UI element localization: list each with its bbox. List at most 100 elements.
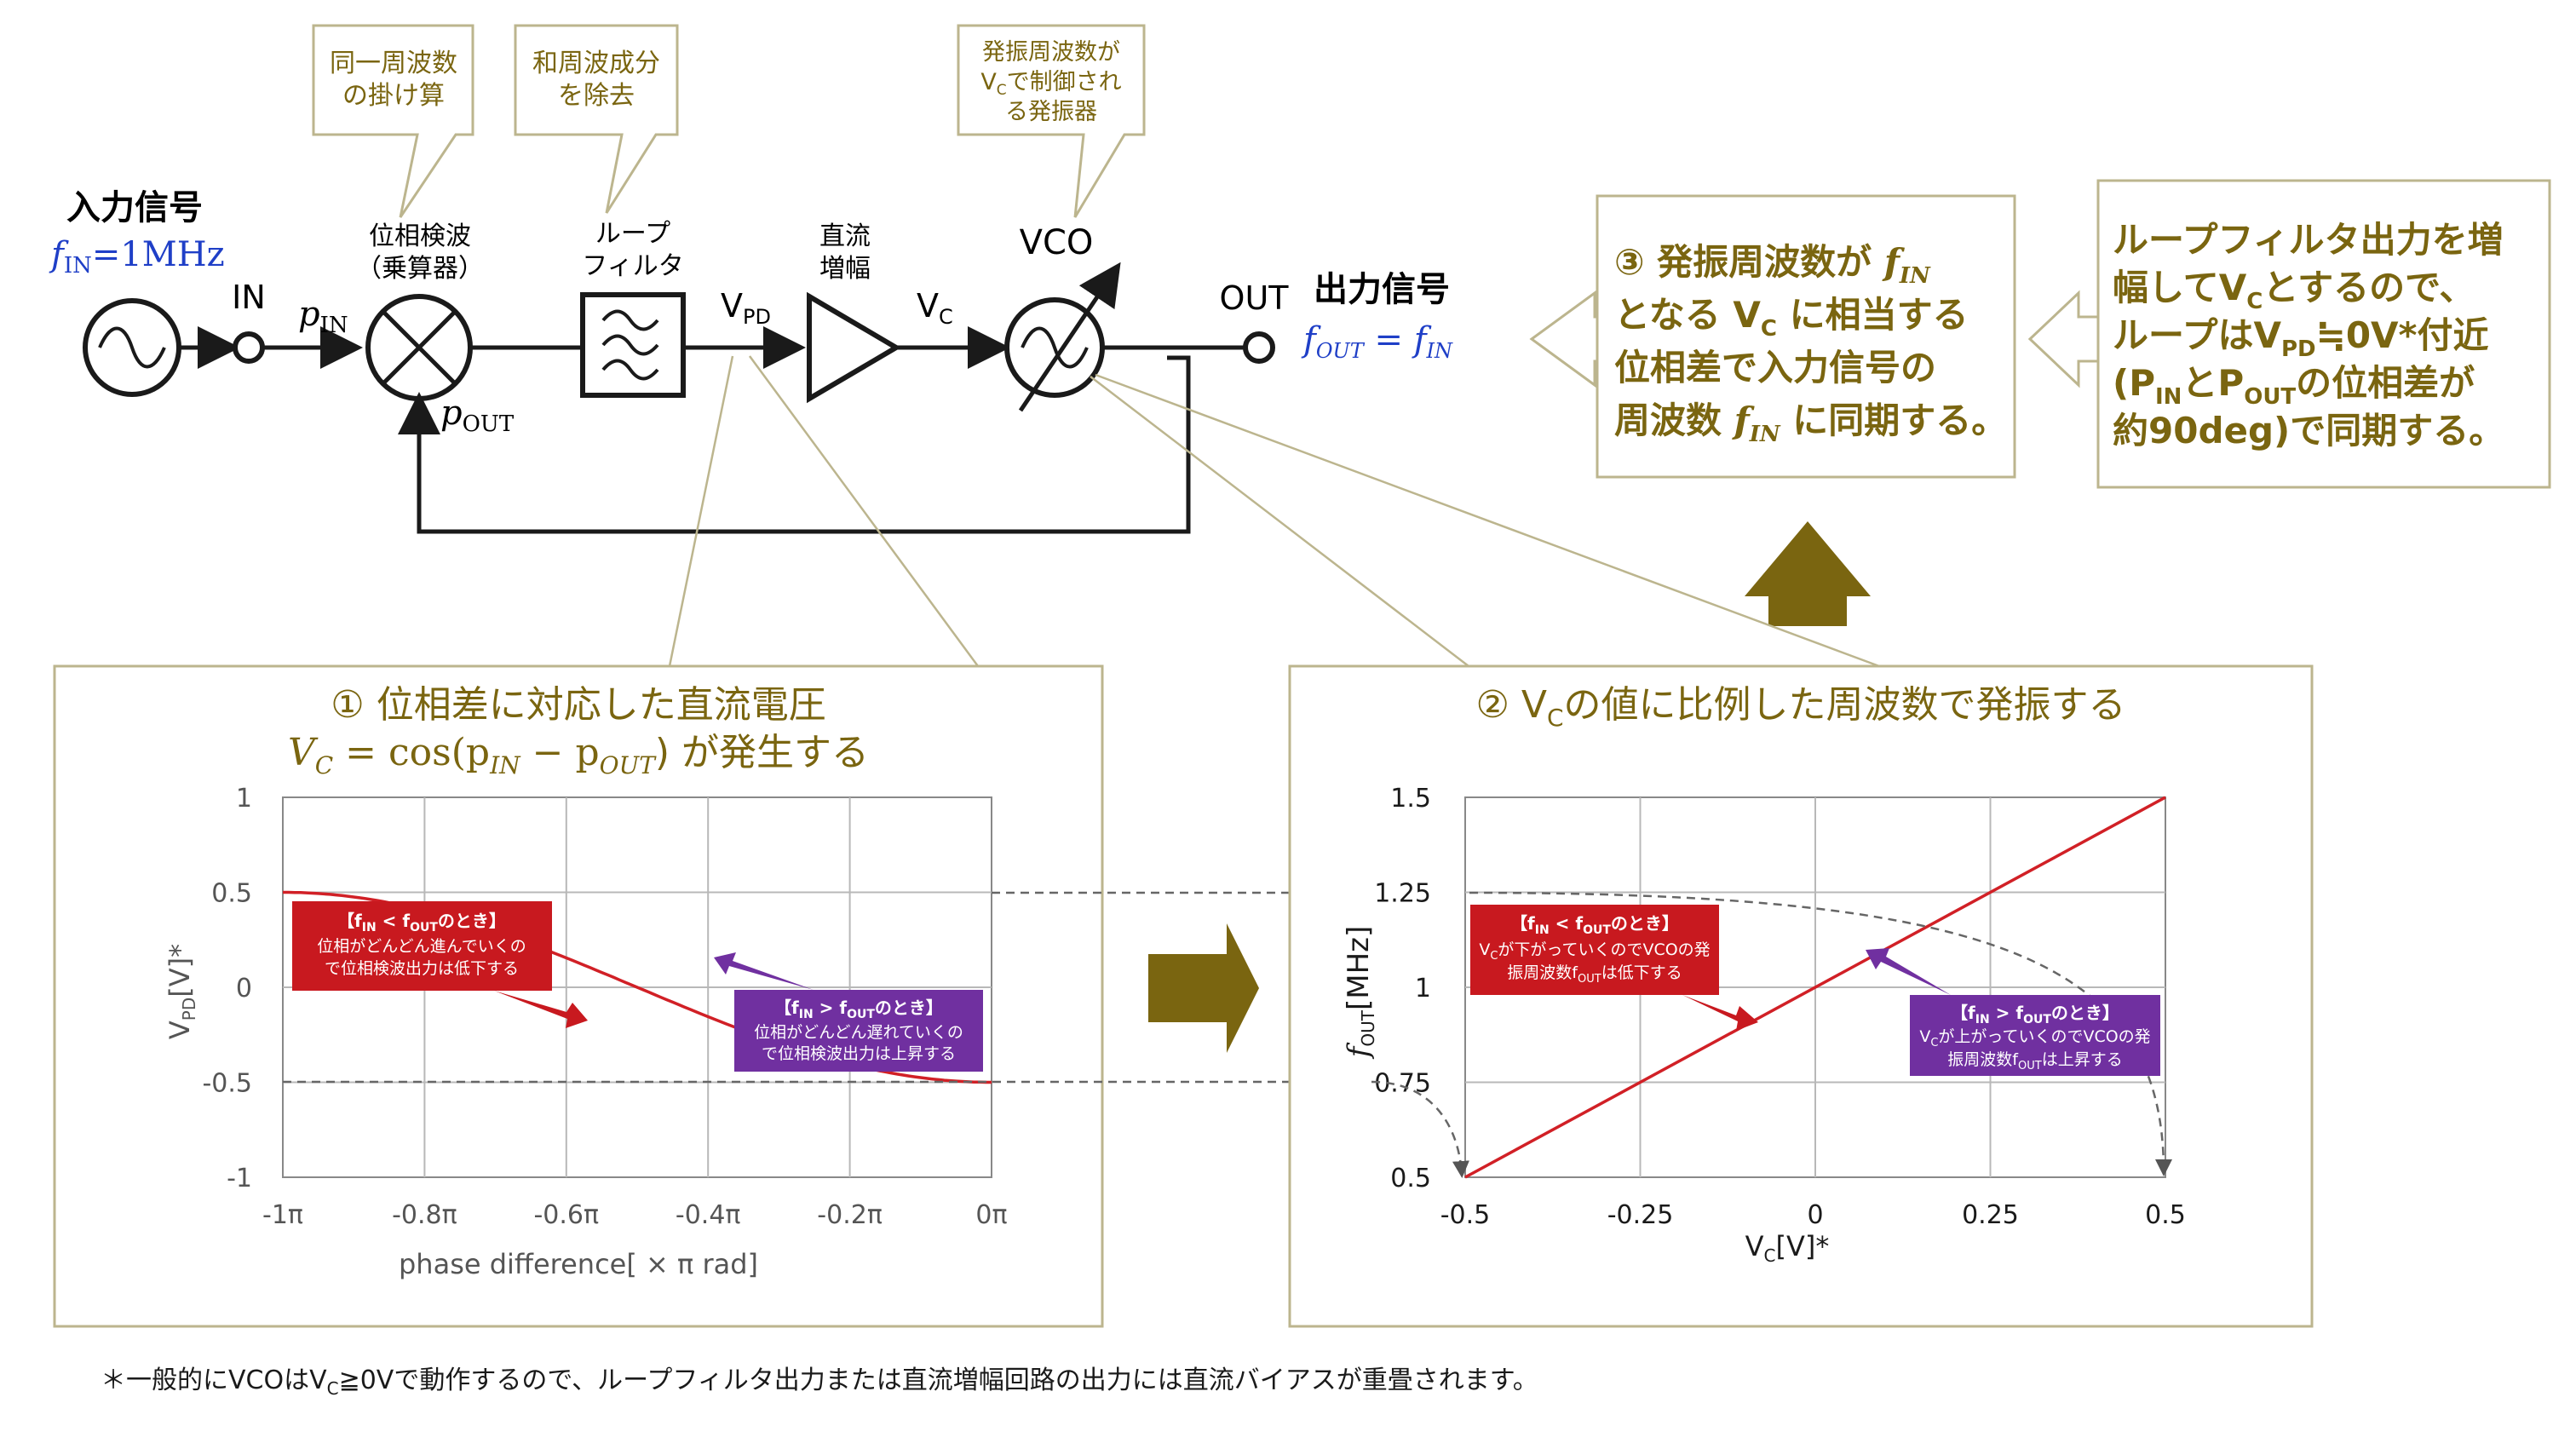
y-tick-label: -1	[227, 1164, 252, 1193]
data-point	[778, 930, 780, 933]
note-line-1: ループフィルタ出力を増	[2113, 219, 2504, 261]
panel2-purple-annotation: 【fIN > fOUTのとき】 VCが上がっていくのでVCOの発 振周波数fOU…	[1866, 948, 2160, 1076]
chart2-x-axis-label: VC[V]*	[1745, 1230, 1830, 1266]
data-point	[848, 909, 851, 911]
note-box: ループフィルタ出力を増 幅してVCとするので、 ループはVPD≒0V*付近 (P…	[2096, 179, 2551, 489]
vpd-label: VPD	[721, 287, 771, 329]
step3-line-3: 位相差で入力信号の	[1614, 347, 1936, 388]
data-point	[1464, 1176, 1467, 1179]
callout-vco-line-1: 発振周波数が	[982, 39, 1120, 66]
panel1-title-line-1: ① 位相差に対応した直流電圧	[331, 683, 825, 727]
leader-vpd-right	[748, 355, 980, 667]
x-tick-label: 0π	[975, 1200, 1007, 1230]
panel1-red-line-1: 位相がどんどん進んでいくの	[317, 937, 526, 956]
panel2-red-line-1: VCが下がっていくのでVCOの発	[1479, 940, 1710, 963]
in-terminal	[233, 331, 265, 364]
data-point	[2165, 796, 2167, 799]
panel1-red-arrow-icon	[494, 991, 588, 1028]
input-oscillator-icon	[83, 298, 181, 397]
panel2-red-annotation: 【fIN < fOUTのとき】 VCが下がっていくのでVCOの発 振周波数fOU…	[1470, 905, 1758, 1031]
right-arrow-icon	[1148, 923, 1259, 1053]
vc-label: VC	[917, 287, 953, 329]
multiplier-icon	[365, 294, 473, 401]
chart1-y-axis-label: VPD[V]*	[164, 944, 199, 1039]
callout-loop-filter: 和周波成分 を除去	[514, 24, 679, 214]
output-signal-title: 出力信号	[1314, 271, 1450, 308]
input-signal-title: 入力信号	[66, 189, 203, 227]
x-tick-label: -0.4π	[676, 1200, 741, 1230]
panel1-purple-line-2: で位相検波出力は上昇する	[762, 1044, 956, 1063]
panel1-purple-head: 【fIN > fOUTのとき】	[774, 998, 943, 1021]
callout-pd-line-2: の掛け算	[342, 81, 445, 111]
loop-filter-icon	[580, 292, 686, 398]
chart2-y-ticks: 1.5 1.25 1 0.75 0.5	[1374, 784, 1431, 1193]
y-tick-label: 0	[236, 974, 252, 1003]
x-tick-label: -0.8π	[392, 1200, 457, 1230]
hollow-arrow-note-to-step3	[2027, 290, 2100, 388]
y-tick-label: 0.5	[211, 879, 252, 909]
note-line-5: 約90deg)で同期する。	[2113, 410, 2504, 451]
note-line-2: 幅してVCとするので、	[2113, 267, 2475, 314]
chart2-series-line	[1464, 796, 2166, 1179]
up-arrow-icon	[1745, 521, 1871, 626]
chart2-curved-dash-left	[1371, 1080, 1469, 1178]
y-tick-label: 1.5	[1390, 784, 1431, 814]
callout-lf-line-1: 和周波成分	[532, 49, 660, 78]
callout-phase-detector: 同一周波数 の掛け算	[312, 24, 474, 218]
dc-amp-title-1: 直流	[819, 221, 871, 251]
y-tick-label: 1	[1415, 974, 1431, 1003]
dc-amplifier-icon	[807, 291, 901, 404]
leader-vco-right	[1095, 373, 1880, 668]
leader-vpd-left	[668, 355, 734, 667]
panel1-red-line-2: で位相検波出力は低下する	[325, 959, 519, 978]
phase-detector-title-1: 位相検波	[369, 221, 471, 251]
circuit-diagram: 入力信号 fIN=1MHz IN pIN 位相検波 （乗算器） pOUT	[49, 189, 1453, 534]
data-point	[636, 986, 639, 989]
panel1-purple-annotation: 【fIN > fOUTのとき】 位相がどんどん遅れていくの で位相検波出力は上昇…	[714, 952, 983, 1072]
data-point	[707, 957, 710, 959]
y-tick-label: 1.25	[1374, 879, 1431, 909]
y-tick-label: -0.5	[202, 1069, 252, 1099]
x-tick-label: -1π	[262, 1200, 303, 1230]
panel1: ① 位相差に対応した直流電圧 VC = cos(pIN − pOUT) が発生す…	[53, 664, 1469, 1328]
step3-line-2: となる VC に相当する	[1614, 294, 1969, 342]
chart1-y-ticks: 1 0.5 0 -0.5 -1	[202, 784, 252, 1193]
x-tick-label: -0.25	[1607, 1200, 1674, 1230]
note-line-4: (PINとPOUTの位相差が	[2113, 362, 2475, 410]
input-frequency-label: fIN=1MHz	[49, 235, 225, 279]
footnote: ＊一般的にVCOはVC≧0Vで動作するので、ループフィルタ出力または直流増幅回路…	[101, 1366, 1538, 1399]
data-point	[353, 1077, 355, 1079]
note-line-3: ループはVPD≒0V*付近	[2113, 314, 2489, 362]
vco-icon	[1004, 262, 1121, 412]
callout-lf-line-2: を除去	[558, 81, 635, 111]
loop-filter-title-2: フィルタ	[582, 251, 683, 281]
p-in-label: pIN	[298, 295, 348, 338]
y-tick-label: 0.75	[1374, 1069, 1431, 1099]
phase-detector-title-2: （乗算器）	[356, 254, 484, 284]
callout-vco-line-3: る発振器	[1005, 99, 1097, 125]
p-out-label: pOUT	[440, 394, 515, 437]
hollow-arrow-to-output	[1529, 290, 1599, 388]
x-tick-label: -0.2π	[817, 1200, 883, 1230]
in-terminal-label: IN	[232, 279, 266, 316]
chart2-curved-dash-right	[1469, 891, 2172, 1176]
step3-line-1: ③ 発振周波数が fIN	[1614, 241, 1931, 289]
x-tick-label: 0	[1807, 1200, 1823, 1230]
panel2-red-line-2: 振周波数fOUTは低下する	[1507, 963, 1682, 986]
panel1-purple-arrow-icon	[714, 952, 814, 990]
panel1-purple-line-1: 位相がどんどん遅れていくの	[754, 1023, 963, 1042]
y-tick-label: 0.5	[1390, 1164, 1431, 1193]
output-frequency-equation: fOUT = fIN	[1301, 320, 1453, 363]
y-tick-label: 1	[236, 784, 252, 814]
dc-amp-title-2: 増幅	[819, 254, 871, 284]
panel2-red-head: 【fIN < fOUTのとき】	[1510, 913, 1679, 937]
feedback-loop-wire	[398, 355, 1191, 534]
callout-vco-line-2: VCで制御され	[980, 69, 1121, 99]
data-point	[423, 1063, 426, 1066]
panel2-purple-arrow-icon	[1866, 948, 1951, 995]
panel2-purple-head: 【fIN > fOUTのとき】	[1951, 1003, 2119, 1026]
panel1-red-head: 【fIN < fOUTのとき】	[337, 911, 506, 934]
